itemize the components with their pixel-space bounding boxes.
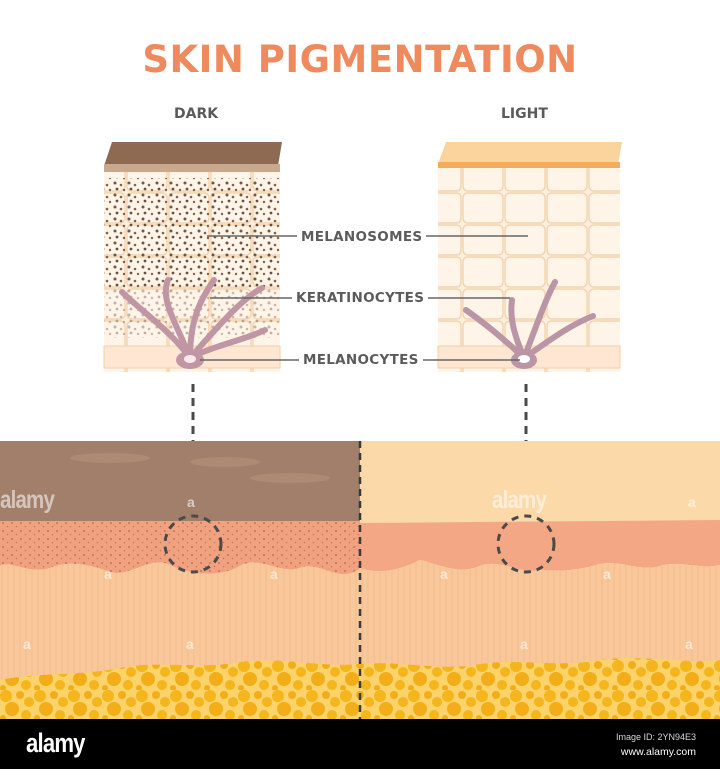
watermark-letter: a [520, 636, 528, 652]
watermark-letter: a [270, 566, 278, 582]
image-id: Image ID: 2YN94E3 [615, 732, 696, 742]
watermark-letter: a [104, 566, 112, 582]
dark-skin-cube [103, 142, 282, 372]
watermark-letter: a [685, 636, 693, 652]
callout-melanocytes: MELANOCYTES [299, 352, 423, 368]
label-light: LIGHT [501, 106, 548, 122]
callout-keratinocytes: KERATINOCYTES [292, 290, 429, 306]
watermark-letter: a [603, 566, 611, 582]
diagram-title: SKIN PIGMENTATION [142, 38, 578, 81]
watermark-letter: a [187, 494, 195, 510]
watermark-letter: a [688, 494, 696, 510]
light-skin-cube [437, 142, 622, 372]
footer-meta: Image ID: 2YN94E3 www.alamy.com [616, 730, 696, 760]
skin-diagram [0, 142, 720, 719]
footer-url: www.alamy.com [620, 746, 696, 758]
callout-melanosomes: MELANOSOMES [297, 229, 427, 245]
footer-bar: alamy Image ID: 2YN94E3 www.alamy.com [0, 719, 720, 769]
watermark-letter: a [440, 566, 448, 582]
dark-zoom-circle [163, 514, 223, 574]
watermark-logo: alamy [0, 486, 55, 514]
fat-layer [0, 658, 720, 719]
light-cross-section [360, 441, 720, 572]
dark-cross-section [0, 441, 360, 580]
watermark-letter: a [23, 636, 31, 652]
label-dark: DARK [174, 106, 219, 122]
watermark-logo: alamy [492, 486, 547, 514]
footer-logo: alamy [26, 728, 85, 758]
watermark-letter: a [186, 636, 194, 652]
light-zoom-circle [496, 514, 556, 574]
